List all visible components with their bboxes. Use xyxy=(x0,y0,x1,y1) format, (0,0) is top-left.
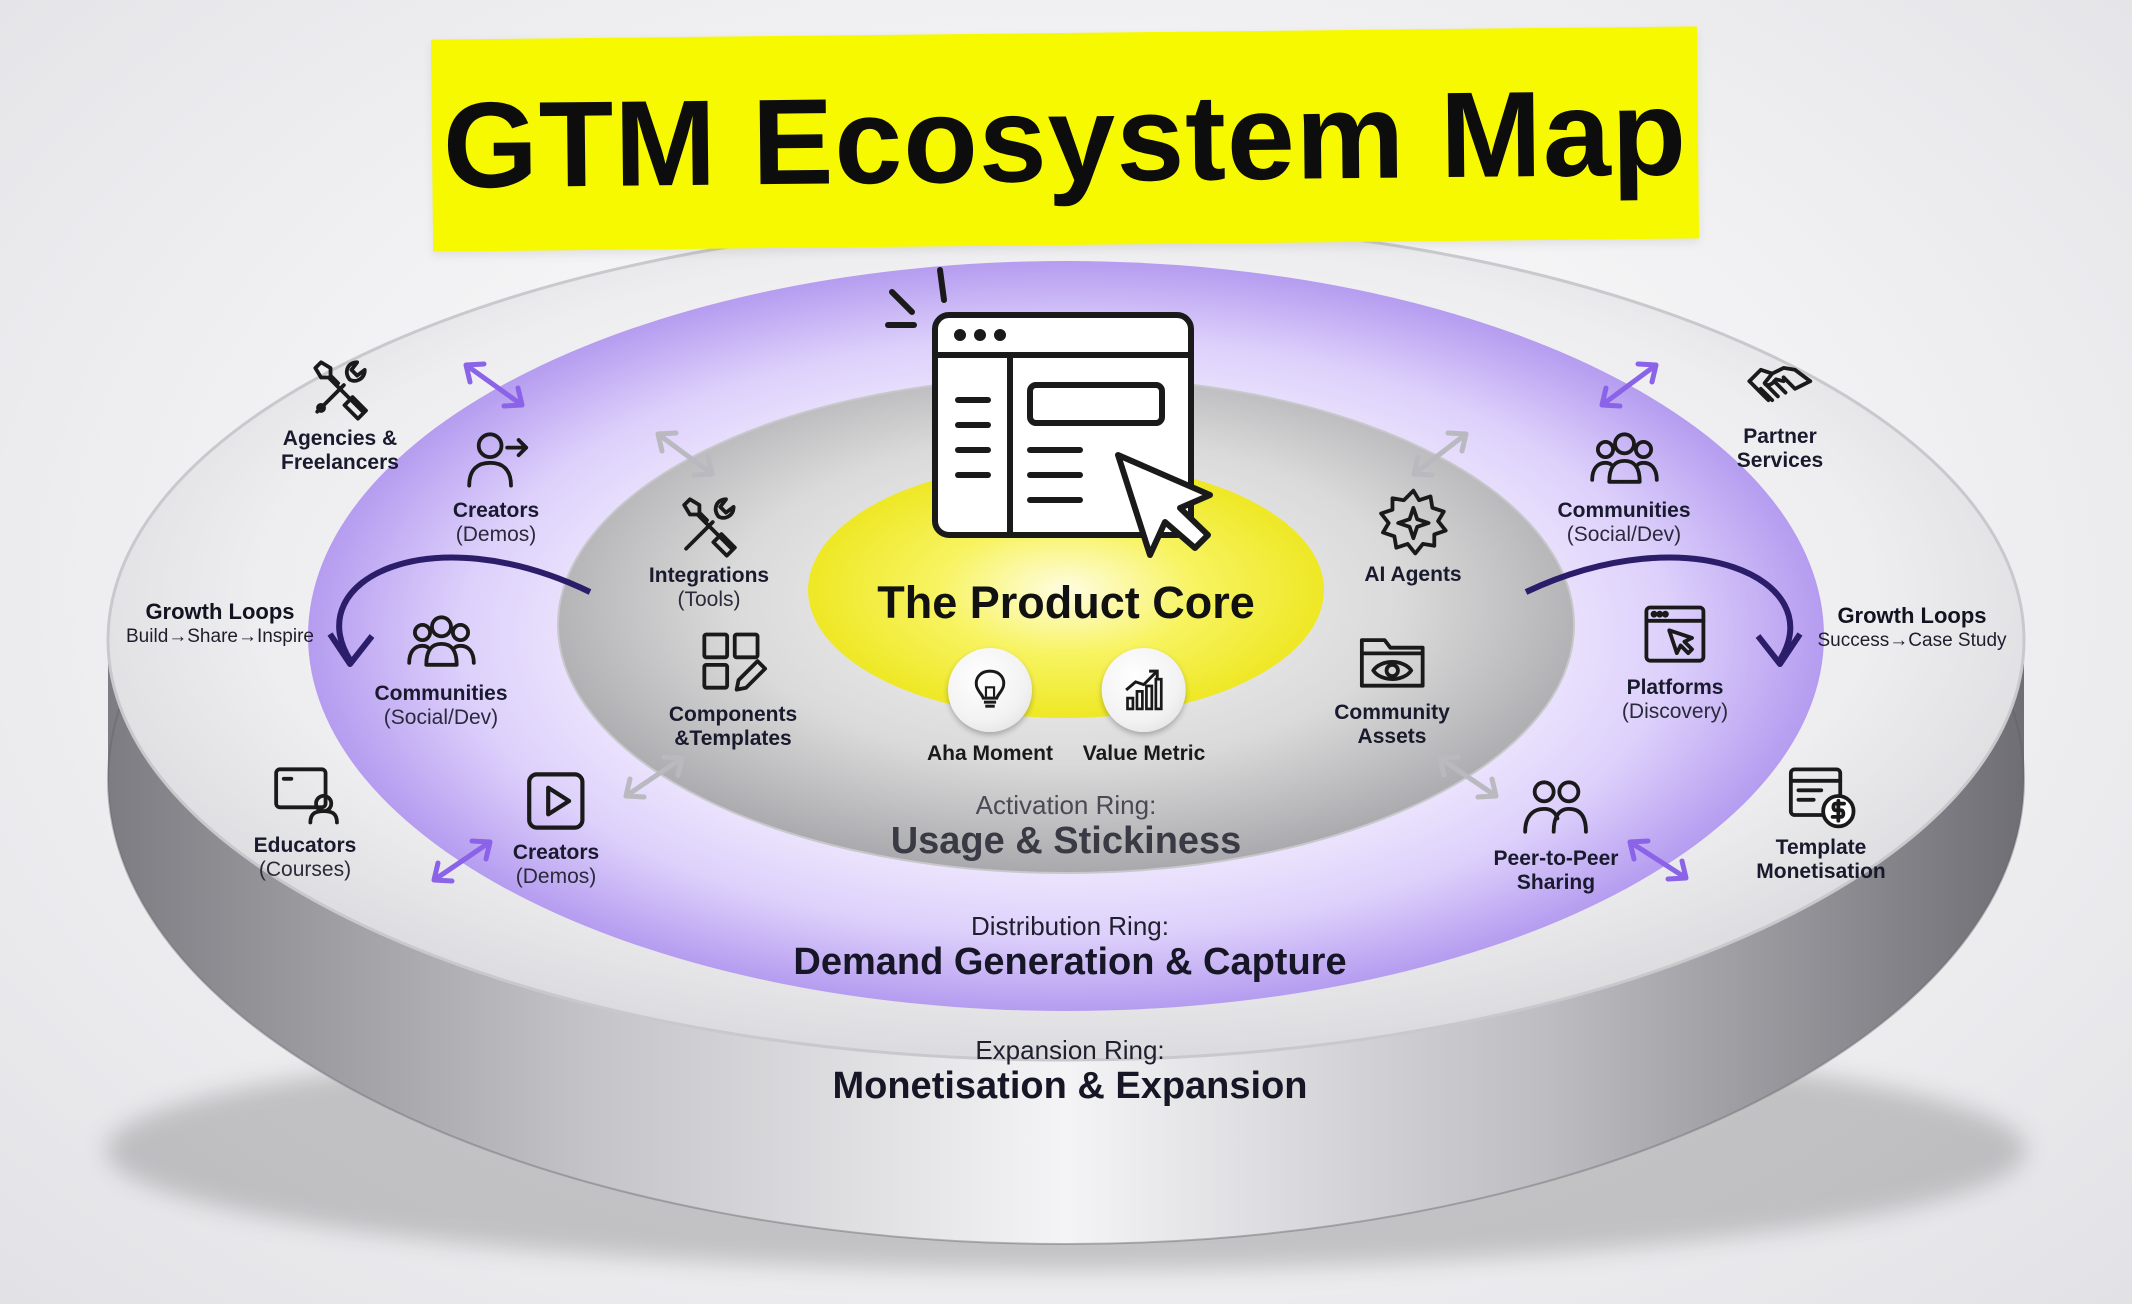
growth-loop-right-steps: Success→Case Study xyxy=(1817,629,2006,653)
node-template-monetisation: Template Monetisation xyxy=(1756,758,1886,884)
handshake-icon xyxy=(1747,366,1813,403)
node-label: Peer-to-Peer xyxy=(1493,847,1619,870)
two-people-icon xyxy=(1523,780,1589,834)
browser-cursor-icon xyxy=(1644,605,1706,663)
node-label: &Templates xyxy=(674,727,792,750)
growth-loop-left: Growth Loops Build→Share→Inspire xyxy=(126,599,314,649)
node-label: (Tools) xyxy=(677,588,741,611)
core-title: The Product Core xyxy=(877,577,1255,628)
value-metric-badge: Value Metric xyxy=(1082,648,1206,766)
node-label: Community xyxy=(1334,701,1450,724)
group-icon xyxy=(1589,432,1659,484)
aha-moment-label: Aha Moment xyxy=(927,742,1053,765)
node-label: (Social/Dev) xyxy=(383,706,499,729)
node-label: Integrations xyxy=(648,564,770,587)
node-label: Monetisation xyxy=(1756,860,1886,883)
node-creators-top: Creators (Demos) xyxy=(453,421,539,547)
expansion-ring-main: Monetisation & Expansion xyxy=(832,1065,1308,1107)
step-arrow-icon: → xyxy=(237,626,257,647)
play-button-icon xyxy=(527,772,585,830)
node-label: Partner xyxy=(1743,425,1817,448)
node-components-templates: Components &Templates xyxy=(669,625,797,751)
node-label: Assets xyxy=(1357,725,1427,748)
gear-sparkle-icon xyxy=(1378,488,1448,556)
node-label: AI Agents xyxy=(1364,563,1462,586)
growth-loop-left-steps: Build→Share→Inspire xyxy=(126,625,314,649)
folder-eye-icon xyxy=(1359,638,1425,688)
node-platforms: Platforms (Discovery) xyxy=(1622,598,1728,724)
loop-step: Build xyxy=(126,626,169,647)
group-icon xyxy=(406,615,476,667)
lightbulb-icon xyxy=(974,669,1006,708)
node-label: Creators xyxy=(512,841,600,864)
grid-pencil-icon xyxy=(702,632,768,692)
activation-ring-sub: Activation Ring: xyxy=(975,790,1157,820)
step-arrow-icon: → xyxy=(1889,630,1909,651)
node-creators-bottom: Creators (Demos) xyxy=(513,763,599,889)
node-partner-services: Partner Services xyxy=(1737,347,1823,473)
tools-icon xyxy=(313,360,368,421)
step-arrow-icon: → xyxy=(168,626,188,647)
loop-step: Share xyxy=(187,626,238,647)
node-agencies-freelancers: Agencies & Freelancers xyxy=(281,349,399,475)
loop-step: Success xyxy=(1817,630,1890,651)
growth-chart-icon xyxy=(1125,669,1163,711)
node-label: Services xyxy=(1736,449,1824,472)
growth-loop-right-title: Growth Loops xyxy=(1837,603,1987,628)
browser-cursor-icon xyxy=(885,267,1213,558)
page-title: GTM Ecosystem Map xyxy=(442,64,1688,214)
node-label: Communities xyxy=(1557,499,1691,522)
node-label: Sharing xyxy=(1516,871,1596,894)
loop-step: Inspire xyxy=(256,626,314,647)
expansion-ring-sub: Expansion Ring: xyxy=(975,1035,1165,1065)
node-label: Creators xyxy=(452,499,540,522)
node-label: Components xyxy=(668,703,798,726)
node-community-assets: Community Assets xyxy=(1334,623,1450,749)
node-label: Freelancers xyxy=(281,451,399,474)
node-label: Platforms xyxy=(1626,676,1724,699)
node-educators: Educators (Courses) xyxy=(253,756,357,882)
node-label: (Courses) xyxy=(258,858,352,881)
distribution-ring-label: Distribution Ring: Demand Generation & C… xyxy=(793,911,1346,983)
growth-loop-right: Growth Loops Success→Case Study xyxy=(1817,603,2006,653)
value-metric-label: Value Metric xyxy=(1082,742,1206,765)
node-label: Template xyxy=(1775,836,1867,859)
node-label: Agencies & xyxy=(282,427,398,450)
presenter-screen-icon xyxy=(274,767,340,825)
node-communities-left: Communities (Social/Dev) xyxy=(374,604,508,730)
node-label: (Social/Dev) xyxy=(1566,523,1682,546)
title-banner: GTM Ecosystem Map xyxy=(430,26,1700,252)
tools-icon xyxy=(682,497,737,558)
node-communities-right: Communities (Social/Dev) xyxy=(1557,421,1691,547)
activation-ring-main: Usage & Stickiness xyxy=(890,820,1242,862)
loop-step: Case Study xyxy=(1908,630,2007,651)
aha-moment-badge: Aha Moment xyxy=(927,648,1053,766)
node-label: Communities xyxy=(374,682,508,705)
node-ai-agents: AI Agents xyxy=(1364,485,1462,587)
node-integrations: Integrations (Tools) xyxy=(649,486,769,612)
distribution-ring-sub: Distribution Ring: xyxy=(971,911,1169,941)
template-dollar-icon xyxy=(1788,767,1856,829)
expansion-ring-label: Expansion Ring: Monetisation & Expansion xyxy=(832,1035,1307,1107)
user-arrow-icon xyxy=(467,432,529,488)
distribution-ring-main: Demand Generation & Capture xyxy=(793,941,1347,983)
node-peer-to-peer: Peer-to-Peer Sharing xyxy=(1493,769,1619,895)
activation-ring-label: Activation Ring: Usage & Stickiness xyxy=(891,790,1242,862)
node-label: (Demos) xyxy=(455,523,537,546)
node-label: Educators xyxy=(253,834,357,857)
growth-loop-left-title: Growth Loops xyxy=(145,599,295,624)
node-label: (Discovery) xyxy=(1621,700,1729,723)
node-label: (Demos) xyxy=(515,865,597,888)
